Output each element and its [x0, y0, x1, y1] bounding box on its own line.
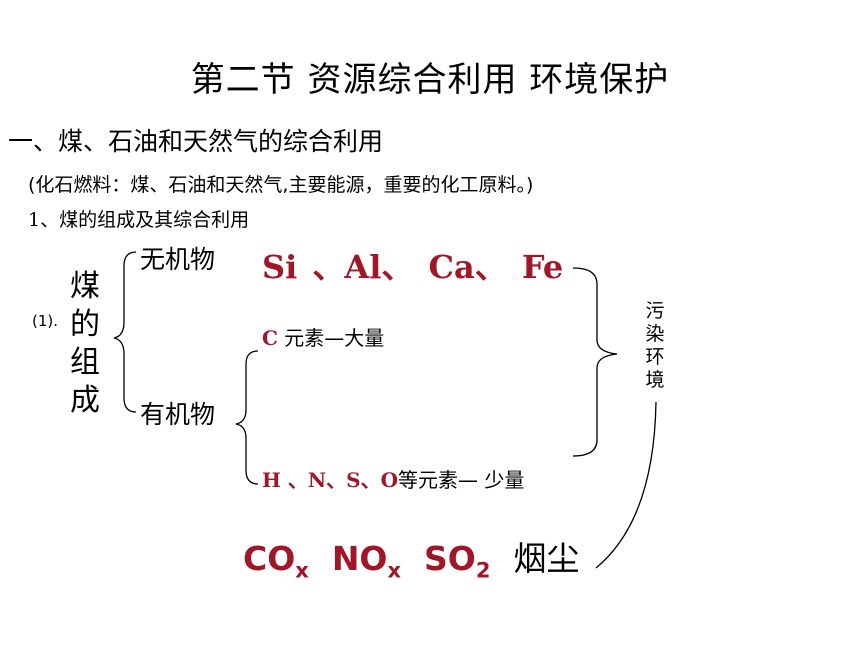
so-base: SO — [424, 539, 476, 578]
carbon-line: C 元素—大量 — [262, 322, 384, 351]
minor-element-symbols: H 、N、S、O — [262, 468, 399, 492]
organic-label: 有机物 — [140, 400, 216, 429]
so-sub: 2 — [475, 558, 491, 583]
pollute-environment-label: 污 染 环 境 — [643, 300, 667, 392]
char: 污 — [645, 300, 665, 322]
fossil-fuel-note: (化石燃料：煤、石油和天然气,主要能源，重要的化工原料。) — [28, 174, 534, 196]
brace-organic — [235, 350, 259, 485]
page-title: 第二节 资源综合利用 环境保护 — [190, 60, 670, 100]
no-sub: x — [387, 558, 402, 583]
brace-composition — [113, 251, 137, 413]
char: 成 — [70, 383, 100, 418]
brace-pollute — [572, 267, 618, 457]
coal-composition-label: 煤 的 组 成 — [68, 268, 102, 420]
char: 煤 — [70, 269, 100, 304]
inorganic-elements: Si 、Al、 Ca、 Fe — [262, 248, 564, 286]
section-heading: 一、煤、石油和天然气的综合利用 — [8, 127, 384, 156]
dust: 烟尘 — [513, 539, 580, 578]
subheading-coal: 1、煤的组成及其综合利用 — [28, 209, 250, 231]
char: 染 — [645, 323, 665, 345]
char: 组 — [70, 345, 100, 380]
minor-elements-line: H 、N、S、O等元素— 少量 — [262, 464, 524, 493]
minor-elements-text: 等元素— 少量 — [398, 468, 525, 492]
no-base: NO — [331, 539, 388, 578]
char: 的 — [70, 307, 100, 342]
emissions-line: COx NOx SO2 烟尘 — [243, 532, 579, 583]
co-sub: x — [295, 558, 309, 583]
carbon-symbol: C — [262, 326, 278, 350]
char: 环 — [645, 346, 665, 368]
so-2: SO2 — [424, 539, 490, 583]
no-x: NOx — [331, 539, 401, 583]
co-base: CO — [243, 539, 296, 578]
curve-to-emissions — [595, 401, 657, 569]
inorganic-label: 无机物 — [140, 245, 216, 274]
co-x: COx — [243, 539, 309, 583]
carbon-text: 元素—大量 — [277, 326, 385, 350]
item-number: (1). — [32, 312, 59, 330]
char: 境 — [645, 369, 665, 391]
